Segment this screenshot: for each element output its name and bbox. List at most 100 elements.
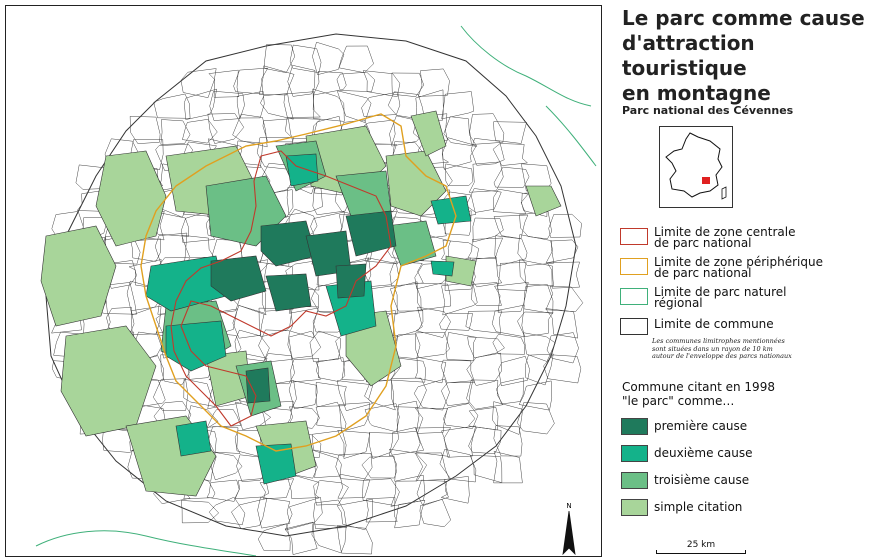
commune-premiere-cause (265, 273, 312, 312)
legend-commune: Limite de commune (654, 317, 774, 331)
commune-cell (128, 305, 162, 335)
commune-deuxieme-cause (145, 255, 227, 312)
commune-cell (285, 208, 318, 242)
commune-cell (466, 379, 504, 410)
commune-cell (233, 67, 269, 95)
commune-cell (361, 456, 397, 479)
north-arrow-icon (562, 510, 576, 556)
commune-simple-citation (95, 150, 167, 247)
commune-cell (180, 500, 220, 524)
commune-cell (153, 378, 189, 411)
commune-cell (208, 496, 246, 526)
commune-premiere-cause (345, 210, 397, 257)
map-panel: N (5, 5, 602, 557)
commune-cell (440, 359, 476, 384)
commune-cell (415, 306, 451, 338)
commune-simple-citation (525, 185, 562, 217)
legend-panel: Le parc comme cause d'attraction tourist… (606, 0, 877, 558)
commune-cell (415, 427, 452, 457)
commune-simple-citation (410, 110, 447, 157)
commune-cell (389, 261, 424, 287)
commune-cell (441, 282, 478, 316)
commune-cell (183, 88, 218, 120)
commune-cell (439, 449, 477, 483)
commune-cell (492, 143, 529, 166)
commune-cell (258, 329, 294, 363)
commune-cell (496, 377, 524, 405)
commune-cell (209, 90, 245, 121)
commune-premiere-cause (245, 367, 271, 404)
commune-cell (441, 380, 474, 407)
commune-cell (441, 91, 475, 120)
commune-cell (315, 382, 347, 407)
title-line-3: en montagne (622, 81, 771, 105)
commune-cell (443, 403, 479, 429)
commune-cell (419, 498, 451, 528)
legend-troisieme-cause: troisième cause (654, 473, 750, 487)
commune-cell (232, 305, 265, 339)
swatch-deuxieme-cause (621, 445, 648, 462)
commune-cell (290, 358, 321, 383)
commune-cell (337, 430, 371, 459)
commune-cell (413, 378, 450, 411)
commune-cell (444, 210, 472, 236)
commune-cell (545, 239, 579, 264)
commune-cell (207, 113, 245, 144)
commune-cell (414, 452, 450, 482)
commune-cell (441, 137, 477, 170)
commune-cell (417, 68, 450, 97)
commune-cell (467, 336, 505, 359)
commune-cell (309, 330, 341, 362)
scale-bar-line (656, 550, 746, 554)
commune-cell (548, 213, 582, 238)
commune-cell (206, 479, 240, 502)
commune-cell (444, 257, 476, 291)
commune-cell (415, 282, 452, 311)
commune-cell (232, 114, 268, 148)
france-inset-map (659, 126, 733, 208)
commune-cell (257, 497, 291, 529)
commune-cell (130, 238, 161, 262)
commune-premiere-cause (260, 220, 317, 267)
commune-cell (497, 262, 528, 291)
commune-cell (492, 401, 523, 435)
legend-zone-peripherique: Limite de zone périphérique de parc nati… (654, 255, 823, 280)
commune-cell (492, 333, 526, 355)
commune-cell (313, 480, 349, 506)
commune-cell (414, 407, 448, 434)
zone-peripherique-boundary (140, 113, 457, 452)
commune-deuxieme-cause (430, 260, 455, 277)
commune-cell (336, 90, 372, 123)
swatch-zone-peripherique (620, 258, 648, 275)
commune-cell (445, 163, 474, 186)
commune-cell (525, 353, 554, 386)
commune-cell (498, 355, 530, 387)
commune-cell (519, 211, 552, 240)
commune-cell (362, 70, 401, 97)
parc-regional-boundary-ne (460, 25, 597, 167)
commune-cell (472, 217, 504, 243)
commune-premiere-cause (335, 263, 367, 299)
commune-cell (493, 451, 523, 484)
commune-cell (362, 478, 400, 506)
commune-cell (288, 406, 321, 429)
zone-centrale-boundary (170, 150, 392, 427)
commune-cell (208, 69, 240, 98)
commune-cell (288, 380, 318, 410)
commune-deuxieme-cause (285, 153, 319, 187)
commune-cell (257, 523, 291, 551)
commune-cell (236, 91, 265, 119)
commune-cell (183, 378, 216, 407)
commune-cell (365, 497, 398, 523)
map-title: Le parc comme cause d'attraction tourist… (622, 6, 872, 106)
commune-cell (284, 497, 323, 531)
commune-deuxieme-cause (165, 320, 227, 372)
commune-cell (546, 261, 580, 289)
commune-cell (388, 427, 425, 456)
scale-label: 25 km (686, 540, 716, 550)
commune-cell (311, 523, 347, 554)
commune-premiere-cause (210, 255, 267, 302)
commune-deuxieme-cause (175, 420, 212, 457)
map-subtitle: Parc national des Cévennes (622, 104, 794, 117)
